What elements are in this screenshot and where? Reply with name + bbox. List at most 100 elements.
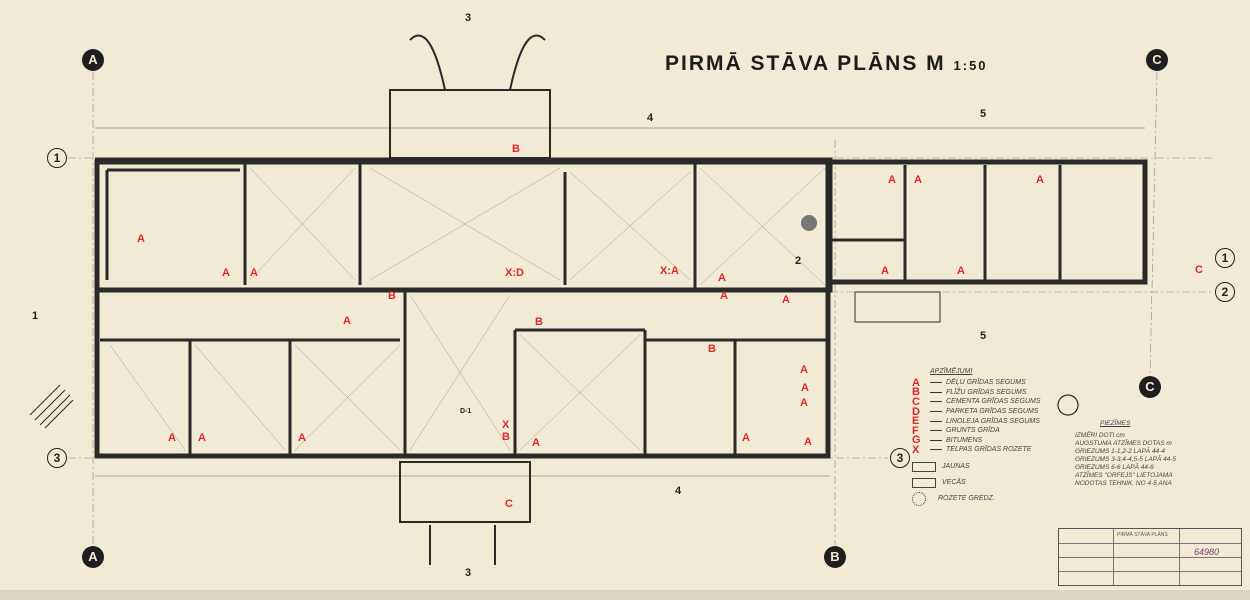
notes-heading: PIEZĪMES xyxy=(1100,420,1131,427)
drawing-title-text: PIRMĀ STĀVA PLĀNS M xyxy=(665,52,946,75)
legend-symbol: ROZETE GREDZ. xyxy=(912,491,1041,507)
legend-key: X xyxy=(912,443,920,456)
room-floor-label: A xyxy=(298,432,306,444)
legend-text: BITUMENS xyxy=(946,436,983,444)
section-mark: 3 xyxy=(465,567,472,579)
room-floor-label: A xyxy=(718,272,726,284)
section-mark: 5 xyxy=(980,108,987,120)
room-floor-label: A xyxy=(888,174,896,186)
room-floor-label: A xyxy=(914,174,922,186)
legend-key: B xyxy=(912,386,920,399)
legend-symbol-text: ROZETE GREDZ. xyxy=(938,495,995,503)
grid-axis-c: C xyxy=(1146,49,1168,71)
room-floor-label: A xyxy=(198,432,206,444)
grid-axis-1: 1 xyxy=(47,148,67,168)
room-floor-label: B xyxy=(502,431,510,443)
room-floor-label: A xyxy=(742,432,750,444)
legend-key: A xyxy=(912,376,920,389)
room-floor-label: A xyxy=(532,437,540,449)
grid-axis-1: 1 xyxy=(1215,248,1235,268)
room-floor-label: X xyxy=(502,419,510,431)
legend-item: D PARKETA GRĪDAS SEGUMS xyxy=(912,405,1041,418)
room-floor-label: X:D xyxy=(505,267,524,279)
room-floor-label: B xyxy=(512,143,520,155)
note-line: GRIEZUMS 1-1,2-2 LAPĀ 44-4 xyxy=(1075,448,1165,455)
legend: APZĪMĒJUMI A DĒĻU GRĪDAS SEGUMS B FLĪŽU GRĪ… xyxy=(912,368,1041,507)
note-line: AUGSTUMA ATZĪMES DOTAS m xyxy=(1075,440,1172,447)
room-floor-label: A xyxy=(801,382,809,394)
room-floor-label: A xyxy=(1036,174,1044,186)
grid-axis-3: 3 xyxy=(47,448,67,468)
grid-axis-3: 3 xyxy=(890,448,910,468)
legend-text: TELPAS GRĪDAS ROZETE xyxy=(946,446,1032,454)
note-line: GRIEZUMS 3-3,4-4,5-5 LAPĀ 44-5 xyxy=(1075,456,1177,463)
section-mark: 5 xyxy=(980,330,987,342)
drawing-title: PIRMĀ STĀVA PLĀNS M 1:50 xyxy=(665,52,988,76)
legend-text: FLĪŽU GRĪDAS SEGUMS xyxy=(946,388,1027,396)
section-mark: 4 xyxy=(647,112,654,124)
room-floor-label: A xyxy=(222,267,230,279)
legend-key: F xyxy=(912,424,919,437)
grid-axis-2: 2 xyxy=(1215,282,1235,302)
room-floor-label: C xyxy=(505,498,513,510)
room-floor-label: B xyxy=(708,343,716,355)
legend-text: DĒĻU GRĪDAS SEGUMS xyxy=(946,379,1026,387)
old-wall-symbol-icon xyxy=(912,477,936,488)
section-mark: 1 xyxy=(32,310,39,322)
drawing-number: 64980 xyxy=(1193,547,1219,557)
room-floor-label: A xyxy=(881,265,889,277)
grid-axis-b: B xyxy=(824,546,846,568)
new-wall-symbol-icon xyxy=(912,461,936,472)
grid-axis-c: C xyxy=(1139,376,1161,398)
room-floor-label: A xyxy=(957,265,965,277)
note-line: IZMĒRI DOTI cm xyxy=(1075,432,1125,439)
room-floor-label: A xyxy=(800,397,808,409)
interior-walls xyxy=(100,162,1062,456)
note-line: ATZĪMES "ORFEJS" LIETOJAMA xyxy=(1075,472,1173,479)
note-line: GRIEZUMS 6-6 LAPĀ 44-6 xyxy=(1075,464,1154,471)
legend-item: A DĒĻU GRĪDAS SEGUMS xyxy=(912,376,1041,389)
ceiling-diagonals xyxy=(109,167,826,451)
rosette-symbol-icon xyxy=(912,491,926,506)
room-floor-label: C xyxy=(1195,264,1203,276)
legend-key: C xyxy=(912,395,920,408)
room-floor-label: B xyxy=(535,316,543,328)
room-floor-label: A xyxy=(168,432,176,444)
room-floor-label: A xyxy=(720,290,728,302)
column-circle xyxy=(801,215,817,231)
room-floor-label: X:A xyxy=(660,265,679,277)
legend-heading: APZĪMĒJUMI xyxy=(930,368,973,375)
room-floor-label: D-1 xyxy=(460,408,472,415)
legend-text: GRUNTS GRĪDA xyxy=(946,427,1000,435)
section-mark: 4 xyxy=(675,485,682,497)
room-floor-label: B xyxy=(388,290,396,302)
room-floor-label: A xyxy=(804,436,812,448)
legend-key: D xyxy=(912,405,920,418)
north-arrow-icon xyxy=(1057,394,1079,416)
title-block-text: PIRMĀ STĀVA PLĀNS xyxy=(1117,532,1168,538)
legend-text: LINOLEJA GRĪDAS SEGUMS xyxy=(946,417,1040,425)
drawing-scale: 1:50 xyxy=(953,58,988,73)
legend-text: PARKETA GRĪDAS SEGUMS xyxy=(946,408,1039,416)
room-floor-label: A xyxy=(782,294,790,306)
room-floor-label: A xyxy=(250,267,258,279)
legend-symbol: VECĀS xyxy=(912,475,1041,491)
legend-symbol: JAUNAS xyxy=(912,459,1041,475)
legend-symbol-text: JAUNAS xyxy=(942,463,970,471)
legend-key: G xyxy=(912,434,921,447)
title-block: PIRMĀ STĀVA PLĀNS 64980 xyxy=(1058,528,1242,586)
room-floor-label: A xyxy=(800,364,808,376)
legend-symbol-text: VECĀS xyxy=(942,479,966,487)
room-floor-label: A xyxy=(343,315,351,327)
legend-item: G BITUMENS xyxy=(912,434,1041,447)
grid-axis-a: A xyxy=(82,49,104,71)
dimension-lines xyxy=(95,127,1145,477)
stairs xyxy=(29,291,941,429)
room-floor-label: A xyxy=(137,233,145,245)
legend-item: B FLĪŽU GRĪDAS SEGUMS xyxy=(912,386,1041,399)
